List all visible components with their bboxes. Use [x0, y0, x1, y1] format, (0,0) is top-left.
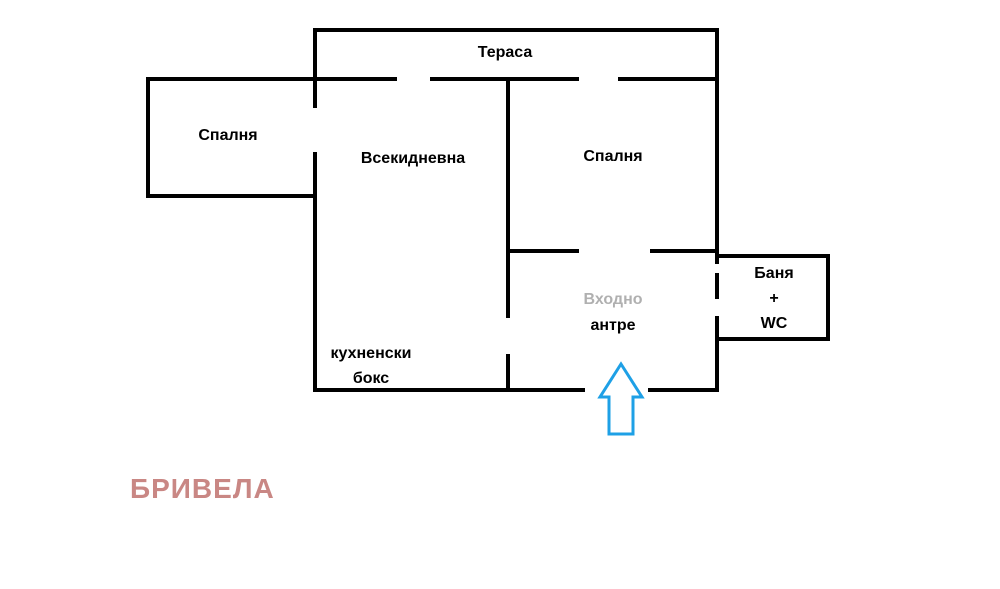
- bedroom-left-label: Спалня: [198, 127, 257, 144]
- brand-watermark: БРИВЕЛА: [130, 473, 275, 504]
- hall-label-line-2: антре: [590, 317, 635, 334]
- bathroom-label-line-2: +: [769, 290, 778, 307]
- bathroom-label-line-1: Баня: [754, 265, 793, 282]
- bathroom-label-line-3: WC: [761, 315, 788, 332]
- walls: [146, 28, 830, 392]
- kitchenette-label-line-2: бокс: [353, 370, 389, 387]
- kitchenette-label-line-1: кухненски: [331, 345, 412, 362]
- up-arrow-icon: [597, 361, 645, 436]
- living-room-label: Всекидневна: [361, 150, 465, 167]
- hall-label-line-1: Входно: [584, 291, 643, 308]
- bedroom-right-label: Спалня: [583, 148, 642, 165]
- terrace-label: Тераса: [478, 44, 533, 61]
